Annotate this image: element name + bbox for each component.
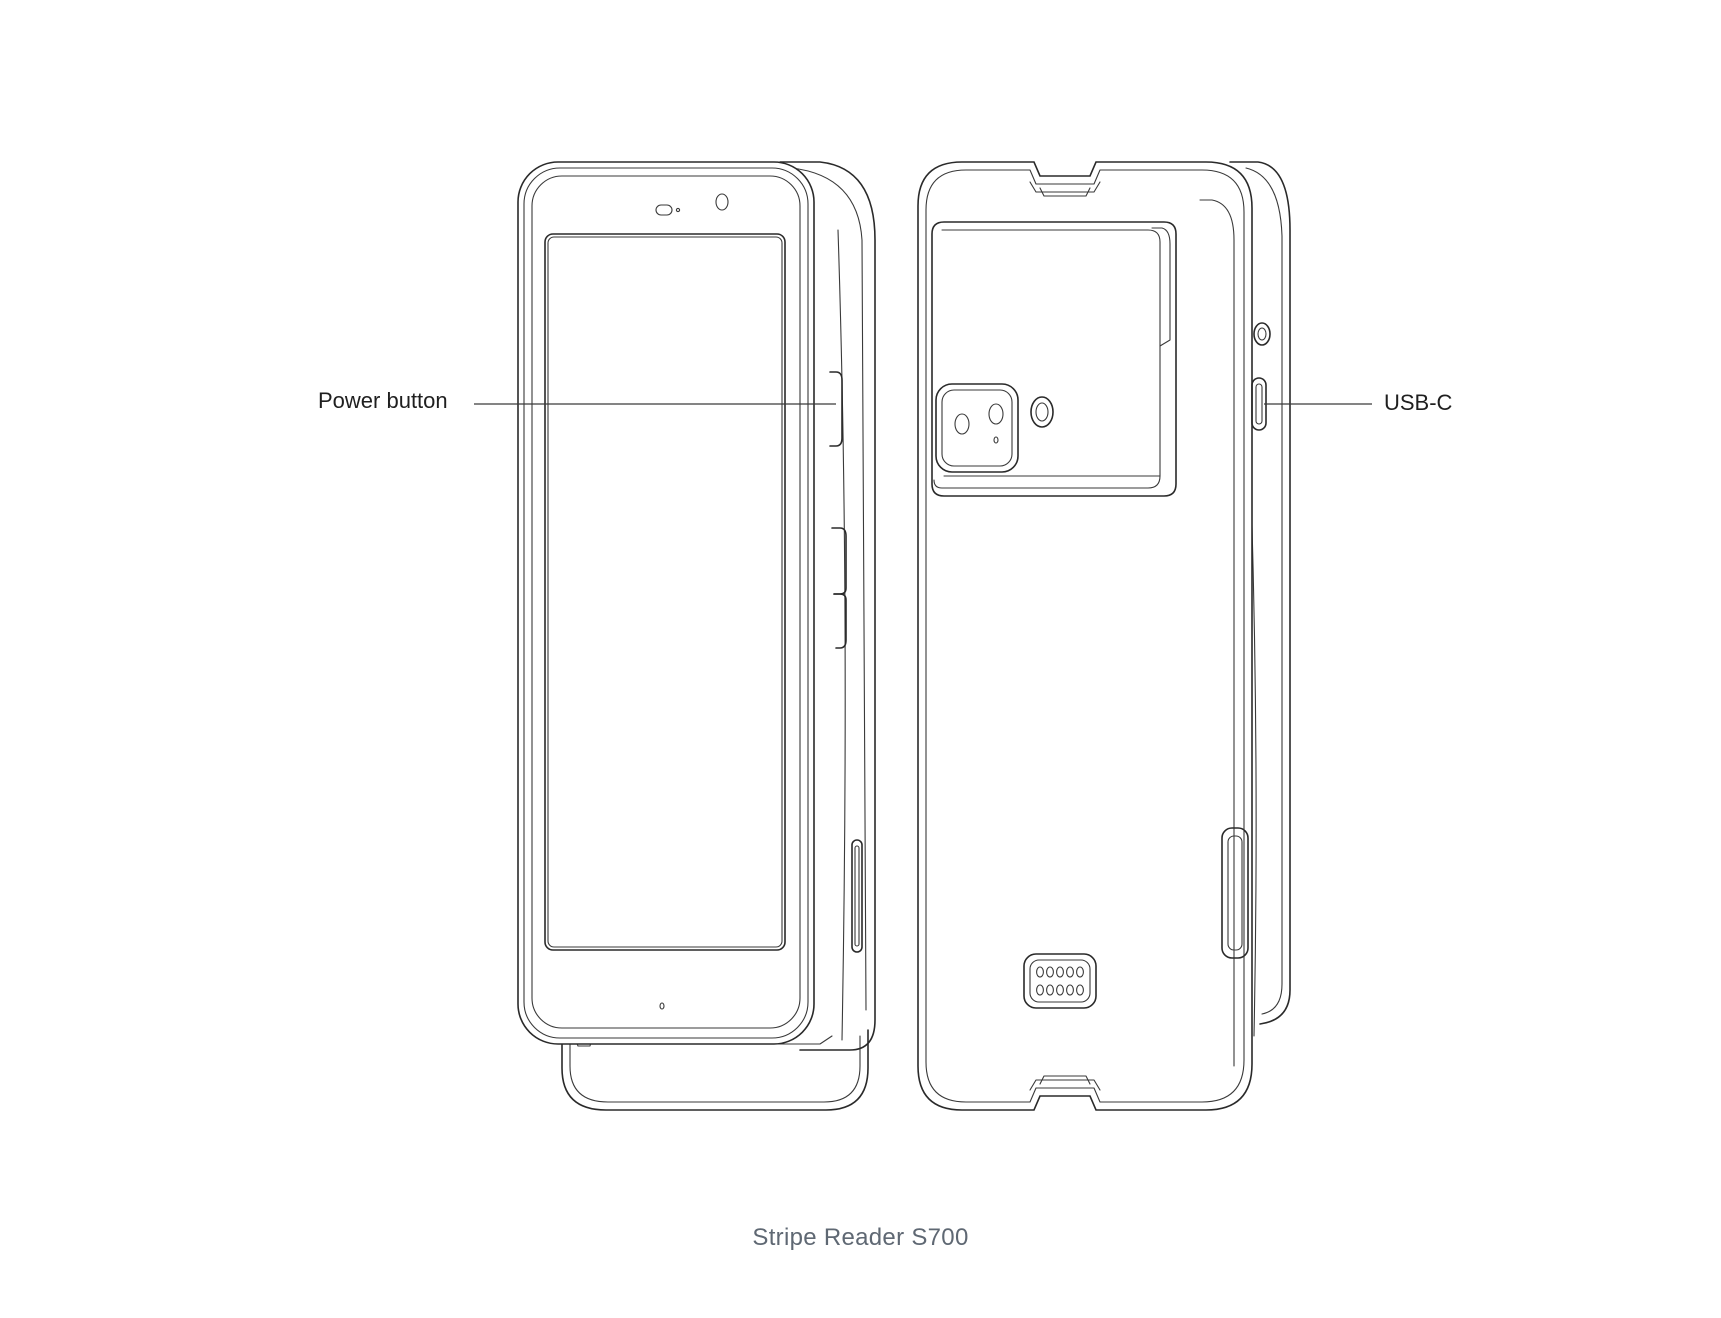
- front-bezel: [531, 175, 801, 1029]
- pogo-pin: [1056, 984, 1064, 996]
- back-pogo-pins: [1036, 966, 1084, 996]
- front-sensor-dot: [675, 207, 681, 213]
- pogo-pin: [1036, 966, 1044, 978]
- front-dock: [561, 1029, 869, 1111]
- pogo-pin: [1056, 966, 1064, 978]
- front-screen-inner: [547, 236, 783, 948]
- front-camera-icon: [715, 193, 729, 211]
- back-outer-shell-inner: [925, 169, 1245, 1103]
- front-side-slot: [851, 839, 863, 953]
- pogo-pin: [1036, 984, 1044, 996]
- pogo-pin: [1076, 966, 1084, 978]
- pogo-pin: [1066, 984, 1074, 996]
- back-top-clip: [1029, 181, 1101, 193]
- back-bottom-clip: [1029, 1079, 1101, 1091]
- back-camera-housing-inner: [941, 389, 1013, 467]
- front-mic-icon: [659, 1002, 665, 1010]
- back-sensor-outer: [1030, 396, 1054, 428]
- back-pogo-connector-outer: [1023, 953, 1097, 1009]
- front-screen: [544, 233, 786, 951]
- back-side-slot-inner: [1227, 835, 1243, 951]
- front-side-body: [779, 161, 876, 1051]
- front-view: [517, 161, 876, 1111]
- back-camera-housing: [935, 383, 1019, 473]
- back-camera-plate-edge: [1151, 227, 1171, 347]
- power-button-label: Power button: [318, 388, 448, 413]
- back-pogo-connector-inner: [1029, 959, 1091, 1003]
- front-side-curve: [837, 229, 846, 1041]
- front-sensor-slot: [655, 204, 673, 216]
- back-bottom-clip-inner: [1039, 1075, 1091, 1085]
- pogo-pin: [1046, 984, 1054, 996]
- front-side-body-inner: [791, 167, 867, 1011]
- pogo-pin: [1066, 966, 1074, 978]
- back-lens-right: [988, 403, 1004, 425]
- front-outer-shell-inner: [523, 167, 809, 1039]
- pogo-pin: [1046, 966, 1054, 978]
- back-flash-dot: [993, 436, 999, 444]
- front-volume-down: [833, 593, 847, 649]
- back-camera-plate: [933, 229, 1161, 489]
- front-dock-inner: [569, 1035, 861, 1103]
- back-lens-left: [954, 413, 970, 435]
- usb-c-label: USB-C: [1384, 390, 1453, 415]
- back-sensor-inner: [1035, 402, 1049, 422]
- back-usb-c-port-inner: [1255, 383, 1263, 425]
- back-side-round-port-inner: [1257, 327, 1267, 341]
- back-inner-panel: [1199, 199, 1235, 1067]
- diagram-caption: Stripe Reader S700: [752, 1224, 969, 1251]
- back-outer-shell: [917, 161, 1253, 1111]
- front-outer-shell: [517, 161, 815, 1045]
- front-power-button: [829, 371, 843, 447]
- back-top-clip-inner: [1039, 187, 1091, 197]
- back-view: [917, 161, 1291, 1111]
- front-side-slot-inner: [854, 845, 860, 947]
- back-side-slot: [1221, 827, 1249, 959]
- back-camera-plate-outer: [931, 221, 1177, 497]
- pogo-pin: [1076, 984, 1084, 996]
- back-side-body: [1229, 161, 1291, 1025]
- back-side-round-port: [1253, 322, 1271, 346]
- back-side-body-inner: [1245, 167, 1283, 1015]
- back-usb-c-port: [1251, 377, 1267, 431]
